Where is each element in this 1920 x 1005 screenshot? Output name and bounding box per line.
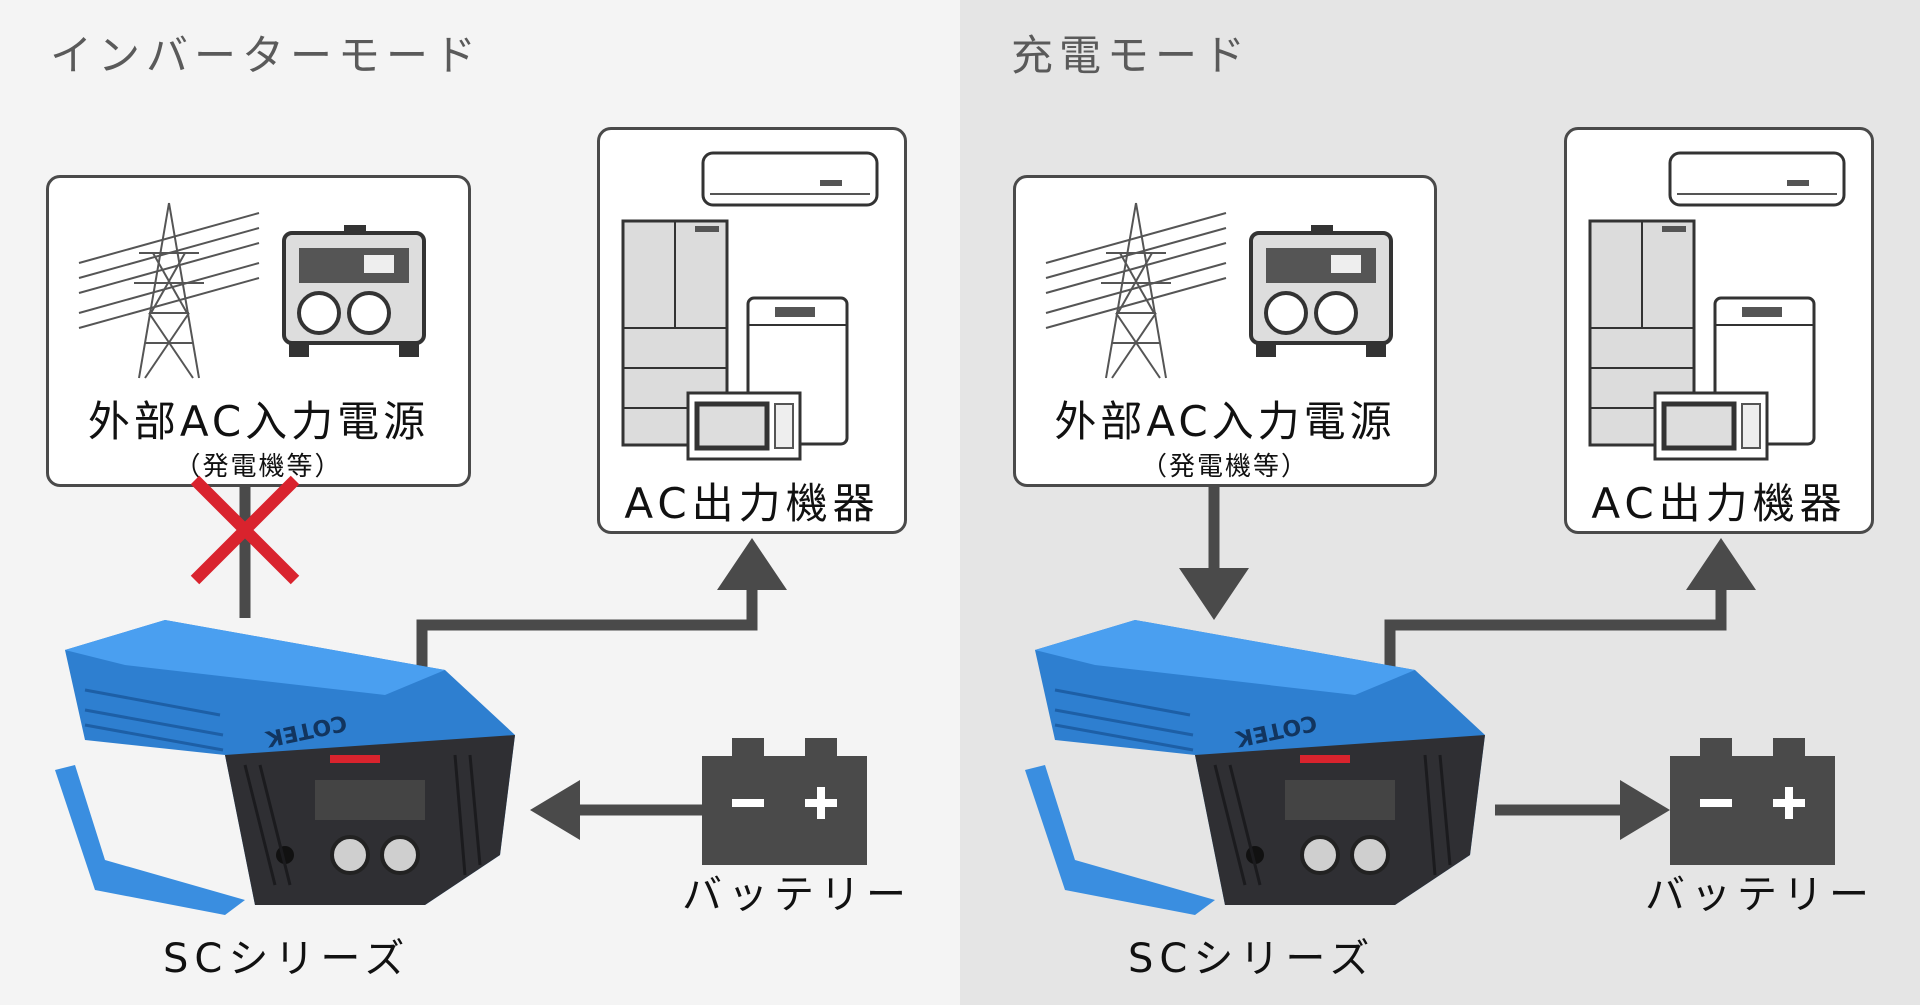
battery-icon xyxy=(702,738,867,865)
air-conditioner-icon xyxy=(701,151,879,207)
ac-input-source-card: 外部AC入力電源 （発電機等） xyxy=(46,175,471,487)
inverter-label: SCシリーズ xyxy=(1128,936,1376,982)
ac-output-devices-card: AC出力機器 xyxy=(597,127,907,534)
generator-icon xyxy=(282,225,426,357)
ac-input-source-sublabel: （発電機等） xyxy=(1140,452,1309,482)
generator-icon xyxy=(1249,225,1393,357)
connection-lines xyxy=(1179,487,1756,840)
battery-label: バッテリー xyxy=(1645,872,1875,918)
ac-input-source-label: 外部AC入力電源 xyxy=(87,397,430,446)
ac-input-source-sublabel: （発電機等） xyxy=(174,452,343,482)
ac-input-source-card: 外部AC入力電源 （発電機等） xyxy=(1013,175,1437,487)
ac-output-devices-label: AC出力機器 xyxy=(624,479,880,528)
cross-icon xyxy=(190,475,300,585)
ac-output-devices-label: AC出力機器 xyxy=(1591,479,1847,528)
air-conditioner-icon xyxy=(1668,151,1846,207)
mode-title: 充電モード xyxy=(1011,31,1252,80)
inverter-icon: COTEK xyxy=(1025,620,1485,915)
battery-arrow-head xyxy=(1620,780,1670,840)
inverter-to-output-line xyxy=(416,585,758,680)
power-tower-icon xyxy=(78,202,260,379)
inverter-icon: COTEK xyxy=(55,620,515,915)
ac-output-devices-card: AC出力機器 xyxy=(1564,127,1874,534)
ac-input-source-label: 外部AC入力電源 xyxy=(1054,397,1396,446)
microwave-icon xyxy=(686,391,802,461)
battery-icon xyxy=(1670,738,1835,865)
mode-title: インバーターモード xyxy=(50,31,483,80)
inverter-mode-panel: インバーターモード 外部AC入力電源 （発電機 xyxy=(0,0,960,1005)
charge-mode-panel: 充電モード 外部AC入力電源 （発電機等） xyxy=(960,0,1920,1005)
output-arrow-head xyxy=(717,538,787,590)
connection-lines xyxy=(239,487,787,840)
source-arrow-head xyxy=(1179,568,1249,620)
battery-label: バッテリー xyxy=(682,872,912,918)
battery-arrow-head xyxy=(530,780,580,840)
power-tower-icon xyxy=(1045,202,1227,379)
inverter-label: SCシリーズ xyxy=(163,936,411,982)
output-arrow-head xyxy=(1686,538,1756,590)
inverter-to-output-line xyxy=(1384,585,1727,680)
microwave-icon xyxy=(1653,391,1769,461)
